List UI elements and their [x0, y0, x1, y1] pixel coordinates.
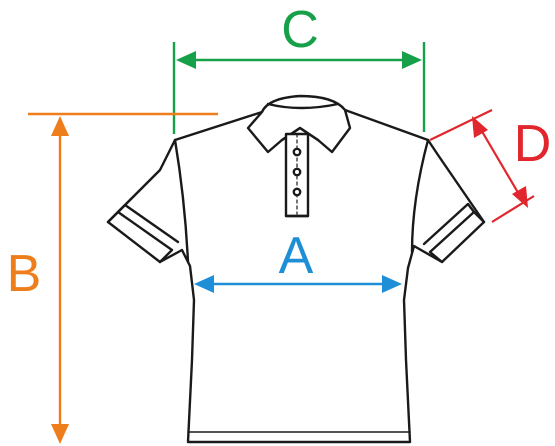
- measure-d-label: D: [513, 115, 552, 173]
- measure-a-label: A: [278, 227, 314, 285]
- shirt-button: [292, 167, 302, 177]
- measure-b-label: B: [6, 245, 42, 303]
- shirt-button: [292, 187, 302, 197]
- measure-c-arrow: [172, 42, 426, 134]
- shirt-body: [106, 108, 486, 444]
- shirt-button: [292, 147, 302, 157]
- measure-d-arrow: [429, 109, 535, 223]
- measure-a-arrow: [194, 275, 402, 293]
- measure-b-arrow: [28, 112, 218, 444]
- measure-c-label: C: [281, 1, 319, 59]
